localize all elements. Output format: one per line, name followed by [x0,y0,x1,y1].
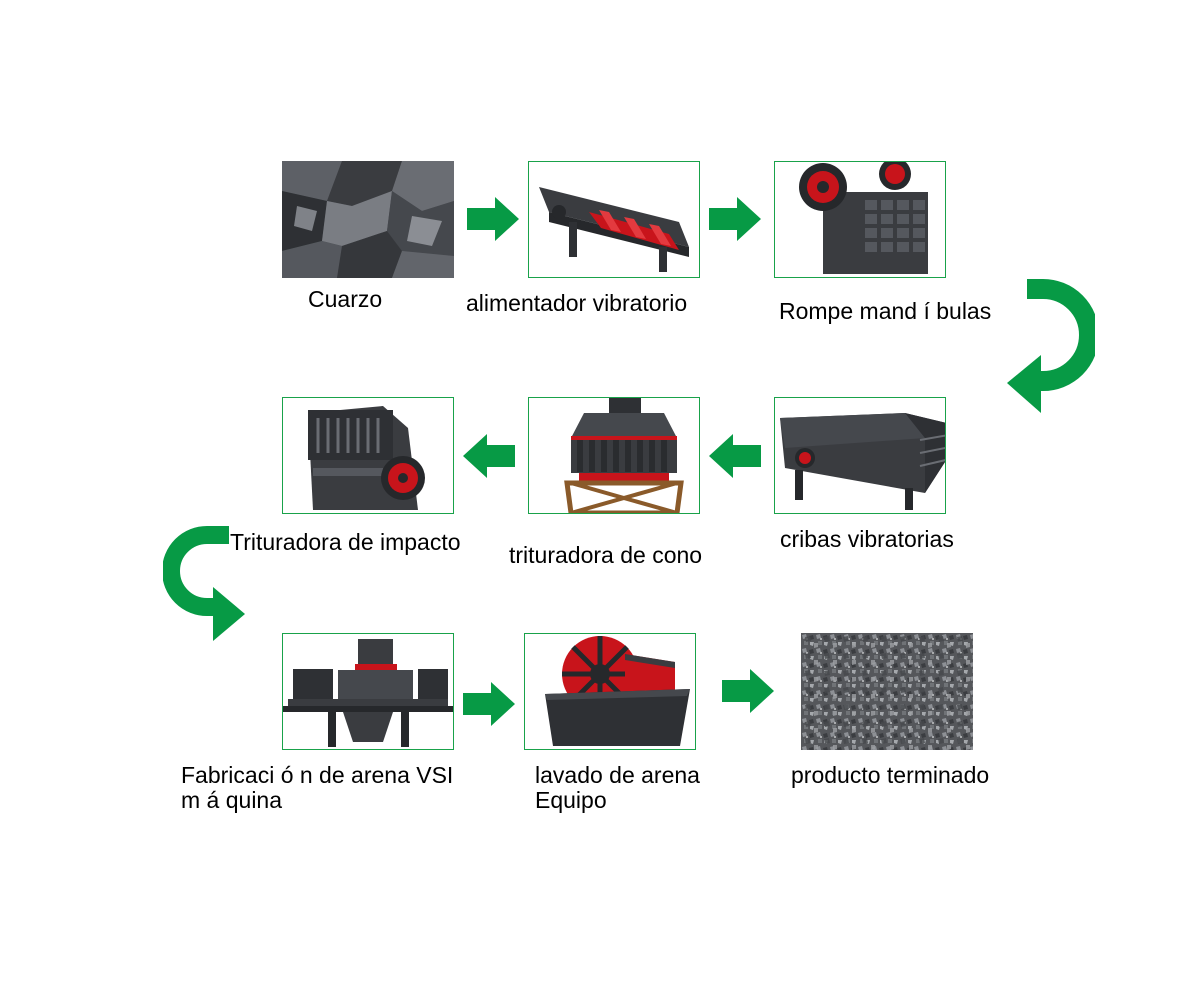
step-jaw-crusher-image [774,161,946,278]
step-label-finished-product: producto terminado [791,762,990,788]
arrow-right-icon [722,669,774,713]
arrow-right-icon [463,682,515,726]
arrow-left-icon [463,434,515,478]
step-vibrating-feeder-image [528,161,700,278]
step-label-sand-washer: lavado de arena Equipo [535,763,700,813]
step-label-cone-crusher: trituradora de cono [509,542,703,568]
step-label-vibrating-screen: cribas vibratorias [780,526,954,552]
step-vibrating-screen-image [774,397,946,514]
step-label-jaw-crusher: Rompe mand í bulas [779,298,992,324]
step-label-vsi-line-2: m á quina [181,787,283,813]
step-label-vsi-line-1: Fabricaci ó n de arena VSI [181,762,454,788]
arrow-right-icon [467,197,519,241]
step-sand-washer-image [524,633,696,750]
step-label-vsi-sand-maker: Fabricaci ó n de arena VSI m á quina [181,763,453,813]
step-label-vibrating-feeder: alimentador vibratorio [466,290,688,316]
step-label-sand-washer-line-1: lavado de arena [535,762,700,788]
step-impact-crusher-image [282,397,454,514]
curved-arrow-down-icon [1005,279,1095,415]
arrow-right-icon [709,197,761,241]
step-vsi-sand-maker-image [282,633,454,750]
step-finished-product-image [801,633,973,750]
step-label-quartz: Cuarzo [308,286,383,312]
step-label-impact-crusher: Trituradora de impacto [230,529,461,555]
curved-arrow-down-icon [163,525,248,645]
step-label-sand-washer-line-2: Equipo [535,787,607,813]
arrow-left-icon [709,434,761,478]
step-quartz-image [282,161,454,278]
step-cone-crusher-image [528,397,700,514]
